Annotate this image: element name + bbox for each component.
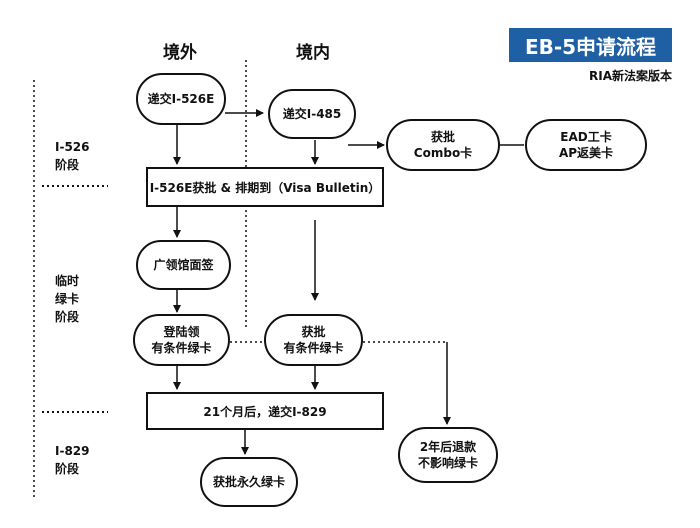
node-approve-conditional: 获批 有条件绿卡 [264, 314, 363, 366]
node-after-21-months: 21个月后，递交I-829 [146, 392, 384, 430]
node-submit-i485: 递交I-485 [268, 89, 356, 139]
node-consulate-interview: 广领馆面签 [136, 240, 231, 290]
stage-label-i829: I-829 阶段 [55, 444, 90, 476]
column-header-domestic: 境内 [296, 43, 330, 63]
diagram-title: EB-5申请流程 [524, 34, 657, 59]
node-submit-i526e: 递交I-526E [136, 73, 226, 125]
stage-label-i526: I-526 阶段 [55, 140, 90, 172]
diagram-title-badge: EB-5申请流程 [509, 28, 672, 62]
stage-label-temporary: 临时 绿卡 阶段 [55, 274, 80, 324]
node-approve-permanent: 获批永久绿卡 [200, 457, 298, 507]
column-header-abroad: 境外 [163, 43, 197, 63]
diagram-subtitle: RIA新法案版本 [589, 69, 672, 83]
node-refund-2-years: 2年后退款 不影响绿卡 [398, 427, 498, 483]
node-approve-combo: 获批 Combo卡 [386, 119, 500, 171]
node-i526e-approved: I-526E获批 & 排期到（Visa Bulletin） [146, 167, 384, 207]
node-ead-ap: EAD工卡 AP返美卡 [525, 119, 647, 171]
node-landing-conditional: 登陆领 有条件绿卡 [133, 314, 230, 366]
